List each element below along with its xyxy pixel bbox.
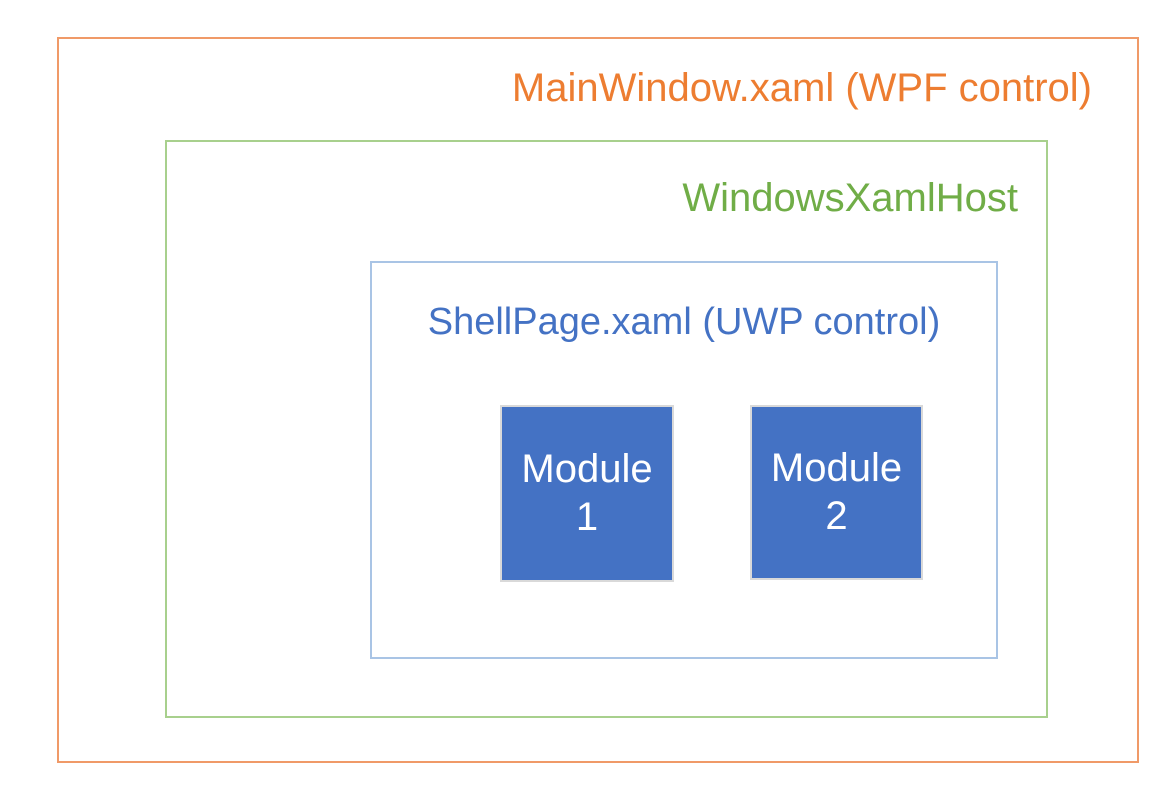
module-1-box: Module 1 [500, 405, 674, 582]
module-2-label-line1: Module [770, 446, 903, 491]
shellpage-uwp-label: ShellPage.xaml (UWP control) [427, 301, 941, 343]
module-1-label-line2: 1 [575, 494, 599, 539]
windowsxamlhost-label: WindowsXamlHost [682, 176, 1018, 220]
module-2-label-line2: 2 [825, 493, 848, 538]
windowsxamlhost-box [165, 140, 1048, 718]
shellpage-uwp-box [370, 261, 998, 659]
module-2-box: Module 2 [750, 405, 923, 580]
mainwindow-wpf-label: MainWindow.xaml (WPF control) [511, 66, 1092, 110]
mainwindow-wpf-box [57, 37, 1139, 763]
module-1-label-line1: Module [521, 447, 653, 492]
